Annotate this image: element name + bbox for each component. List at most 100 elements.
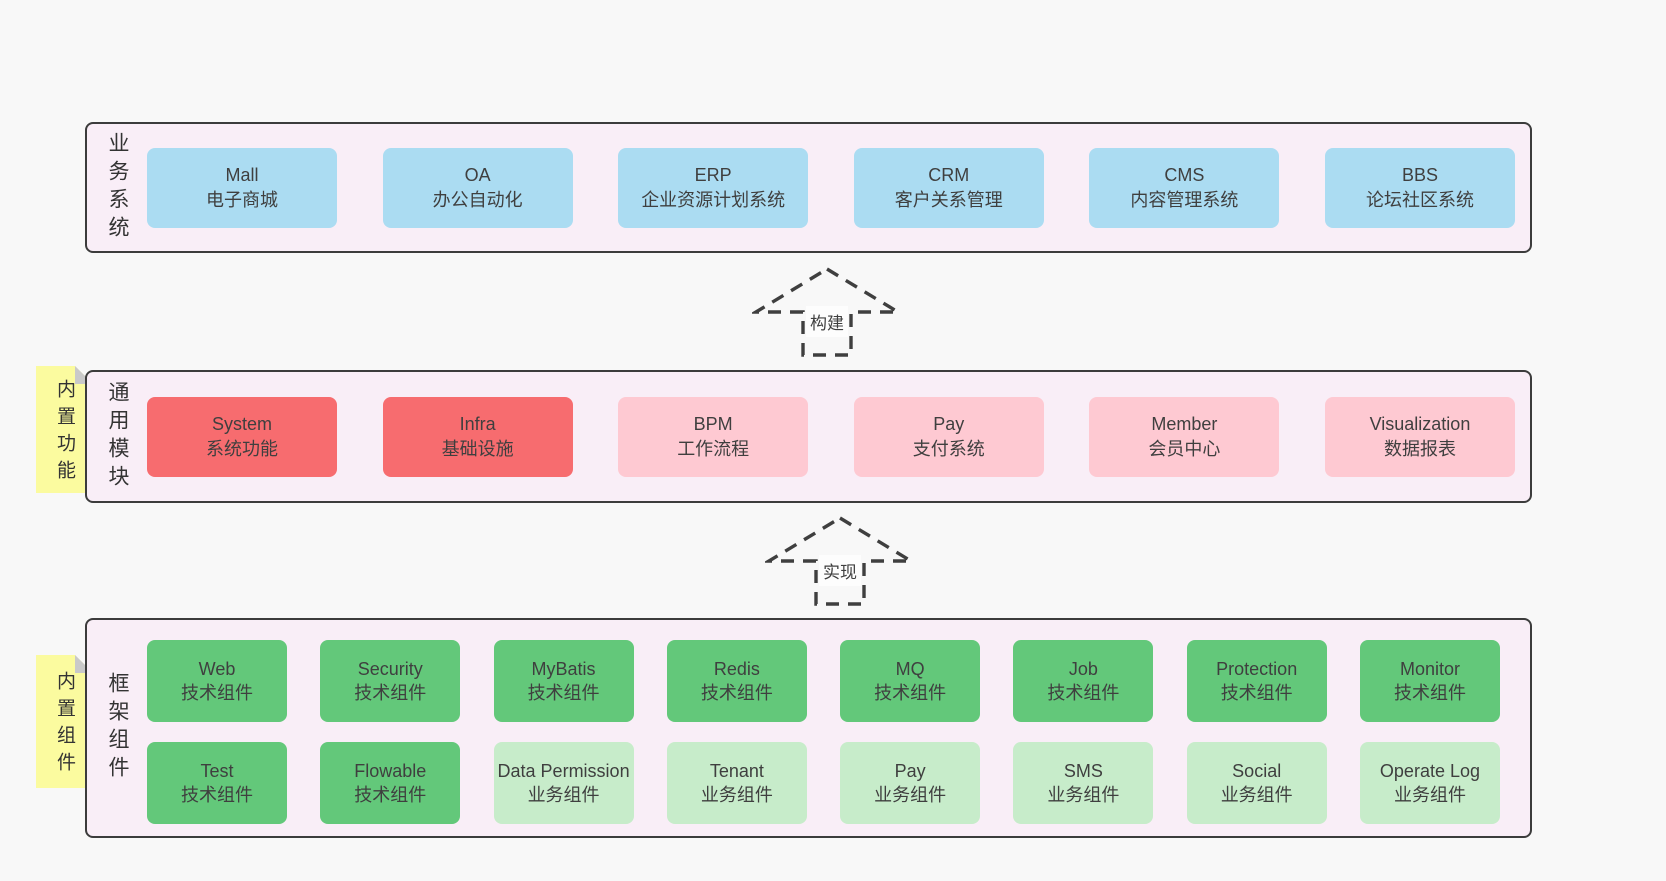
- component-subtitle: 技术组件: [181, 683, 253, 703]
- box-test: Test 技术组件: [147, 742, 287, 824]
- box-infra: Infra 基础设施: [382, 396, 573, 477]
- box-protection: Protection 技术组件: [1186, 640, 1327, 722]
- box-cms: CMS 内容管理系统: [1089, 147, 1280, 228]
- module-title: OA: [464, 165, 491, 186]
- box-oa: OA 办公自动化: [382, 147, 573, 228]
- box-pay: Pay 业务组件: [840, 742, 981, 824]
- component-title: Test: [200, 760, 234, 781]
- component-title: Operate Log: [1379, 760, 1480, 781]
- box-mq: MQ 技术组件: [840, 640, 981, 722]
- component-subtitle: 技术组件: [874, 683, 947, 703]
- sticky-note-label: 内置功能: [54, 378, 75, 487]
- box-flowable: Flowable 技术组件: [320, 742, 461, 824]
- arrow-build: 构建: [749, 266, 905, 358]
- box-pay: Pay 支付系统: [853, 396, 1044, 477]
- component-subtitle: 技术组件: [354, 785, 427, 805]
- box-security: Security 技术组件: [320, 640, 461, 722]
- component-title: Redis: [713, 658, 760, 679]
- box-visualization: Visualization 数据报表: [1324, 396, 1515, 477]
- module-title: Pay: [933, 414, 965, 435]
- component-subtitle: 技术组件: [354, 683, 427, 703]
- component-title: Security: [357, 658, 423, 679]
- module-title: Mall: [225, 165, 259, 186]
- module-subtitle: 内容管理系统: [1130, 189, 1239, 210]
- component-title: MyBatis: [531, 658, 596, 679]
- component-title: Protection: [1216, 658, 1298, 679]
- box-web: Web 技术组件: [147, 640, 287, 722]
- component-title: Monitor: [1399, 658, 1460, 679]
- band-label-common-modules: 通用模块: [106, 380, 129, 493]
- framework-components-row-2: Test 技术组件 Flowable 技术组件 Data Permission …: [147, 742, 1500, 824]
- sticky-note-builtin-features: 内置功能: [36, 366, 93, 493]
- arrow-implement-label: 实现: [819, 555, 861, 586]
- component-subtitle: 业务组件: [1047, 785, 1120, 805]
- dashed-up-arrow-icon: [749, 267, 905, 357]
- band-framework-components: 框架组件 Web 技术组件 Security 技术组件 MyBatis 技术组件…: [85, 618, 1532, 838]
- box-job: Job 技术组件: [1013, 640, 1154, 722]
- module-subtitle: 客户关系管理: [894, 189, 1003, 210]
- component-title: Data Permission: [497, 760, 630, 781]
- component-title: Tenant: [709, 760, 764, 781]
- common-modules-boxes: System 系统功能 Infra 基础设施 BPM 工作流程 Pay 支付系统…: [147, 396, 1515, 477]
- module-subtitle: 电子商城: [206, 189, 278, 210]
- band-business-systems: 业务系统 Mall 电子商城 OA 办公自动化 ERP 企业资源计划系统 CRM…: [85, 122, 1532, 253]
- box-data-permission: Data Permission 业务组件: [493, 742, 634, 824]
- module-title: BPM: [693, 414, 733, 435]
- component-subtitle: 技术组件: [527, 683, 600, 703]
- module-subtitle: 数据报表: [1383, 438, 1456, 459]
- dashed-up-arrow-icon: [762, 516, 918, 606]
- box-social: Social 业务组件: [1186, 742, 1327, 824]
- box-mall: Mall 电子商城: [147, 147, 337, 228]
- box-monitor: Monitor 技术组件: [1359, 640, 1500, 722]
- box-member: Member 会员中心: [1089, 396, 1280, 477]
- module-subtitle: 会员中心: [1148, 438, 1221, 459]
- module-title: Infra: [459, 414, 496, 435]
- module-subtitle: 支付系统: [912, 438, 985, 459]
- module-title: ERP: [694, 165, 732, 186]
- component-subtitle: 业务组件: [1220, 785, 1293, 805]
- box-sms: SMS 业务组件: [1013, 742, 1154, 824]
- component-subtitle: 技术组件: [700, 683, 773, 703]
- component-title: MQ: [895, 658, 925, 679]
- band-common-modules: 通用模块 System 系统功能 Infra 基础设施 BPM 工作流程 Pay…: [85, 370, 1532, 503]
- component-subtitle: 业务组件: [874, 785, 947, 805]
- module-title: System: [211, 414, 272, 435]
- module-subtitle: 论坛社区系统: [1365, 189, 1474, 210]
- band-label-business-systems: 业务系统: [106, 131, 129, 244]
- box-crm: CRM 客户关系管理: [853, 147, 1044, 228]
- component-subtitle: 技术组件: [1047, 683, 1120, 703]
- module-subtitle: 企业资源计划系统: [641, 189, 786, 210]
- band-label-framework-components: 框架组件: [106, 672, 129, 784]
- component-title: Job: [1068, 658, 1098, 679]
- module-subtitle: 系统功能: [206, 438, 278, 459]
- module-subtitle: 基础设施: [441, 438, 514, 459]
- arrow-build-label: 构建: [806, 306, 848, 337]
- component-title: Social: [1232, 760, 1282, 781]
- component-subtitle: 业务组件: [1393, 785, 1466, 805]
- arrow-implement: 实现: [762, 515, 918, 607]
- business-systems-boxes: Mall 电子商城 OA 办公自动化 ERP 企业资源计划系统 CRM 客户关系…: [147, 147, 1515, 228]
- box-erp: ERP 企业资源计划系统: [618, 147, 809, 228]
- box-bpm: BPM 工作流程: [618, 396, 809, 477]
- module-title: CMS: [1164, 165, 1205, 186]
- component-title: Web: [198, 658, 236, 679]
- component-title: Pay: [894, 760, 926, 781]
- module-title: Visualization: [1369, 414, 1471, 435]
- component-subtitle: 业务组件: [700, 785, 773, 805]
- box-bbs: BBS 论坛社区系统: [1324, 147, 1515, 228]
- component-title: SMS: [1063, 760, 1103, 781]
- module-subtitle: 办公自动化: [432, 189, 523, 210]
- component-subtitle: 技术组件: [1393, 683, 1466, 703]
- module-title: CRM: [928, 165, 970, 186]
- component-subtitle: 技术组件: [1220, 683, 1293, 703]
- box-operate-log: Operate Log 业务组件: [1359, 742, 1500, 824]
- component-title: Flowable: [354, 760, 427, 781]
- box-system: System 系统功能: [147, 396, 337, 477]
- box-mybatis: MyBatis 技术组件: [493, 640, 634, 722]
- module-title: BBS: [1401, 165, 1438, 186]
- box-redis: Redis 技术组件: [666, 640, 807, 722]
- framework-components-row-1: Web 技术组件 Security 技术组件 MyBatis 技术组件 Redi…: [147, 640, 1500, 722]
- component-subtitle: 技术组件: [181, 785, 253, 805]
- component-subtitle: 业务组件: [527, 785, 600, 805]
